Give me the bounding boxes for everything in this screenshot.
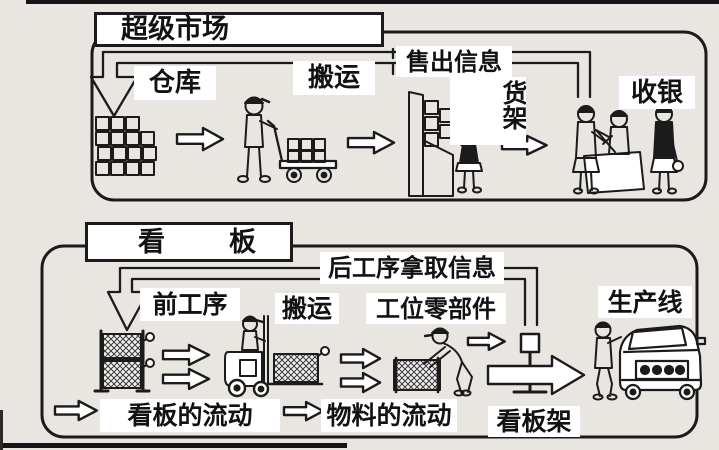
checkout-counter-icon — [572, 105, 645, 195]
kanban-card-arrow — [467, 332, 506, 351]
station-parts-worker-icon — [393, 327, 473, 397]
kanban-rack-label: 看板架 — [488, 406, 580, 437]
cashier-label: 收银 — [619, 76, 695, 109]
legend-material-flow-arrow — [282, 400, 325, 422]
legend-kanban-flow-arrow — [53, 399, 98, 422]
previous-process-label: 前工序 — [140, 288, 240, 321]
shelf-label: 货架 — [450, 77, 526, 145]
station-parts-label: 工位零部件 — [366, 293, 506, 324]
kanban-flow-arrow — [339, 347, 382, 370]
big-material-flow-arrow — [486, 354, 586, 396]
sales-info-feedback-line-right — [391, 47, 592, 99]
material-flow-arrow — [339, 371, 382, 394]
material-flow-label: 物料的流动 — [321, 399, 457, 432]
store-shelf-icon — [408, 91, 454, 197]
supermarket-title: 超级市场 — [94, 12, 384, 47]
kanban-flow-arrow — [161, 343, 211, 367]
production-line-label: 生产线 — [598, 286, 692, 318]
worker-with-cart-icon — [237, 96, 338, 183]
assembly-worker-icon — [592, 321, 622, 401]
kanban-info-feedback-line — [106, 266, 324, 332]
material-flow-arrow — [161, 367, 211, 391]
supermarket-panel-border — [90, 30, 708, 202]
flow-arrow — [175, 126, 225, 152]
flow-arrow — [346, 130, 396, 155]
forklift-icon — [224, 315, 330, 398]
kanban-info-feedback-line-right — [500, 266, 539, 327]
transport-label: 搬运 — [293, 61, 375, 95]
kanban-flow-label: 看板的流动 — [100, 399, 280, 432]
kanban-title: 看板 — [85, 222, 293, 262]
car-icon — [618, 324, 707, 401]
sales-info-label: 售出信息 — [396, 46, 512, 77]
warehouse-label: 仓库 — [134, 66, 216, 100]
info-taken-label: 后工序拿取信息 — [320, 252, 504, 284]
warehouse-boxes-icon — [95, 116, 157, 176]
transport-label-kanban: 搬运 — [275, 293, 339, 324]
kanban-post-icon — [486, 332, 586, 396]
parts-rack-icon — [93, 329, 155, 393]
waiting-customer-icon — [650, 105, 684, 195]
